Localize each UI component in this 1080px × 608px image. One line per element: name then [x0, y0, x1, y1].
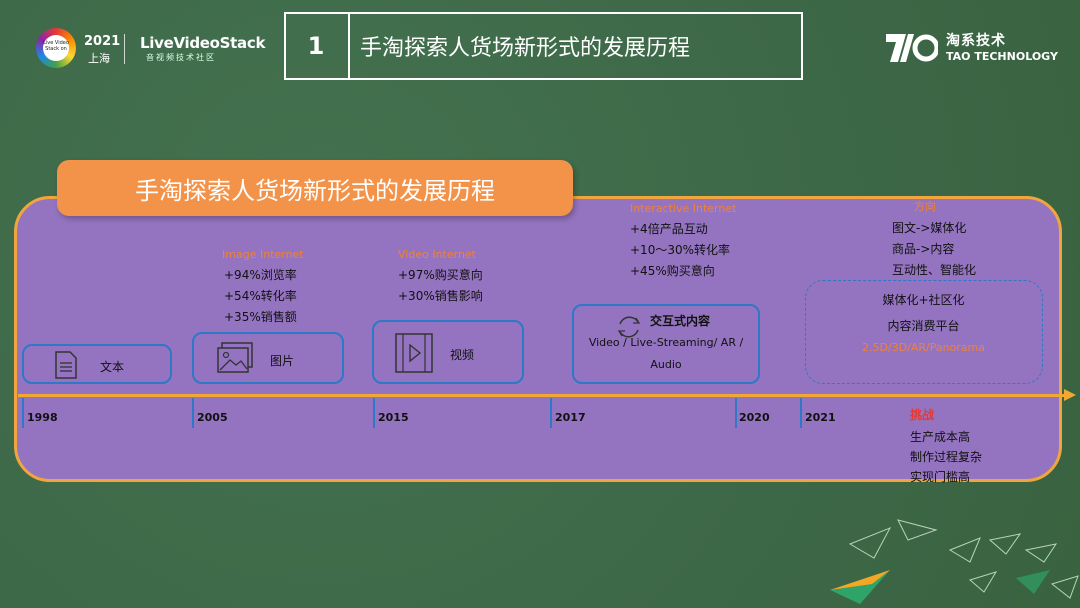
challenge-item: 实现门槛高	[910, 470, 971, 484]
card-interactive-desc: Audio	[650, 358, 682, 371]
image-internet-title: Image Internet	[222, 248, 304, 261]
timeline-year: 2005	[197, 411, 228, 424]
timeline-year: 2021	[805, 411, 836, 424]
timeline-tick	[550, 398, 552, 428]
card-direction-line: 内容消费平台	[887, 319, 960, 333]
card-interactive-title: 交互式内容	[650, 314, 711, 328]
card-direction-line: 媒体化+社区化	[882, 293, 965, 307]
direction-title: 方向	[914, 200, 936, 213]
tao-logo-icon	[886, 34, 938, 62]
timeline-year: 2015	[378, 411, 409, 424]
timeline-tick	[800, 398, 802, 428]
interactive-stat: +45%购买意向	[630, 264, 715, 278]
card-interactive-desc: Video / Live-Streaming/ AR /	[588, 336, 744, 349]
card-direction: 媒体化+社区化 内容消费平台 2.5D/3D/AR/Panorama	[805, 280, 1043, 384]
image-stat: +94%浏览率	[224, 268, 297, 282]
video-internet-title: Video Internet	[398, 248, 476, 261]
interactive-stat: +4倍产品互动	[630, 222, 708, 236]
challenge-item: 生产成本高	[910, 430, 971, 444]
slide-title: 手淘探索人货场新形式的发展历程	[360, 36, 691, 61]
timeline-year: 2017	[555, 411, 586, 424]
video-stat: +97%购买意向	[398, 268, 483, 282]
conference-logo: Live Video Stack on	[36, 28, 76, 68]
card-video: 视频	[372, 320, 524, 384]
direction-item: 互动性、智能化	[892, 263, 977, 277]
film-video-icon	[395, 333, 433, 373]
card-interactive: 交互式内容 Video / Live-Streaming/ AR / Audio	[572, 304, 760, 384]
card-text-label: 文本	[100, 360, 125, 374]
interactive-internet-title: Interactive Internet	[630, 202, 737, 215]
timeline-panel	[14, 196, 1062, 482]
panel-banner: 手淘探索人货场新形式的发展历程	[57, 160, 573, 216]
timeline-year: 2020	[739, 411, 770, 424]
timeline-axis	[18, 394, 1070, 397]
card-image: 图片	[192, 332, 344, 384]
slide-title-box	[284, 12, 803, 80]
brand-name: LiveVideoStack	[140, 34, 266, 52]
timeline-tick	[735, 398, 737, 428]
header-divider	[124, 34, 125, 64]
image-stat: +35%销售额	[224, 310, 297, 324]
card-video-label: 视频	[450, 348, 475, 362]
brand-subtitle: 音视频技术社区	[146, 53, 216, 62]
card-text: 文本	[22, 344, 172, 384]
timeline-year: 1998	[27, 411, 58, 424]
card-direction-formats: 2.5D/3D/AR/Panorama	[861, 341, 986, 354]
challenge-item: 制作过程复杂	[910, 450, 983, 464]
tao-brand-cn: 淘系技术	[946, 33, 1006, 49]
direction-item: 商品->内容	[892, 242, 955, 256]
timeline-tick	[192, 398, 194, 428]
image-stat: +54%转化率	[224, 289, 297, 303]
conference-logo-text: Live Video Stack on	[43, 35, 69, 61]
document-icon	[55, 351, 77, 379]
direction-item: 图文->媒体化	[892, 221, 967, 235]
tao-brand-en: TAO TECHNOLOGY	[946, 50, 1058, 63]
conference-year: 2021	[84, 34, 121, 49]
conference-city: 上海	[88, 52, 110, 65]
image-gallery-icon	[217, 342, 253, 373]
slide-number: 1	[284, 12, 350, 80]
timeline-arrow-icon	[1064, 389, 1076, 401]
paper-planes-decoration	[830, 519, 1079, 604]
card-image-label: 图片	[270, 354, 295, 368]
timeline-tick	[373, 398, 375, 428]
refresh-cycle-icon	[617, 316, 641, 338]
challenges-title: 挑战	[910, 408, 935, 422]
video-stat: +30%销售影响	[398, 289, 483, 303]
interactive-stat: +10～30%转化率	[630, 243, 730, 257]
timeline-tick	[22, 398, 24, 428]
